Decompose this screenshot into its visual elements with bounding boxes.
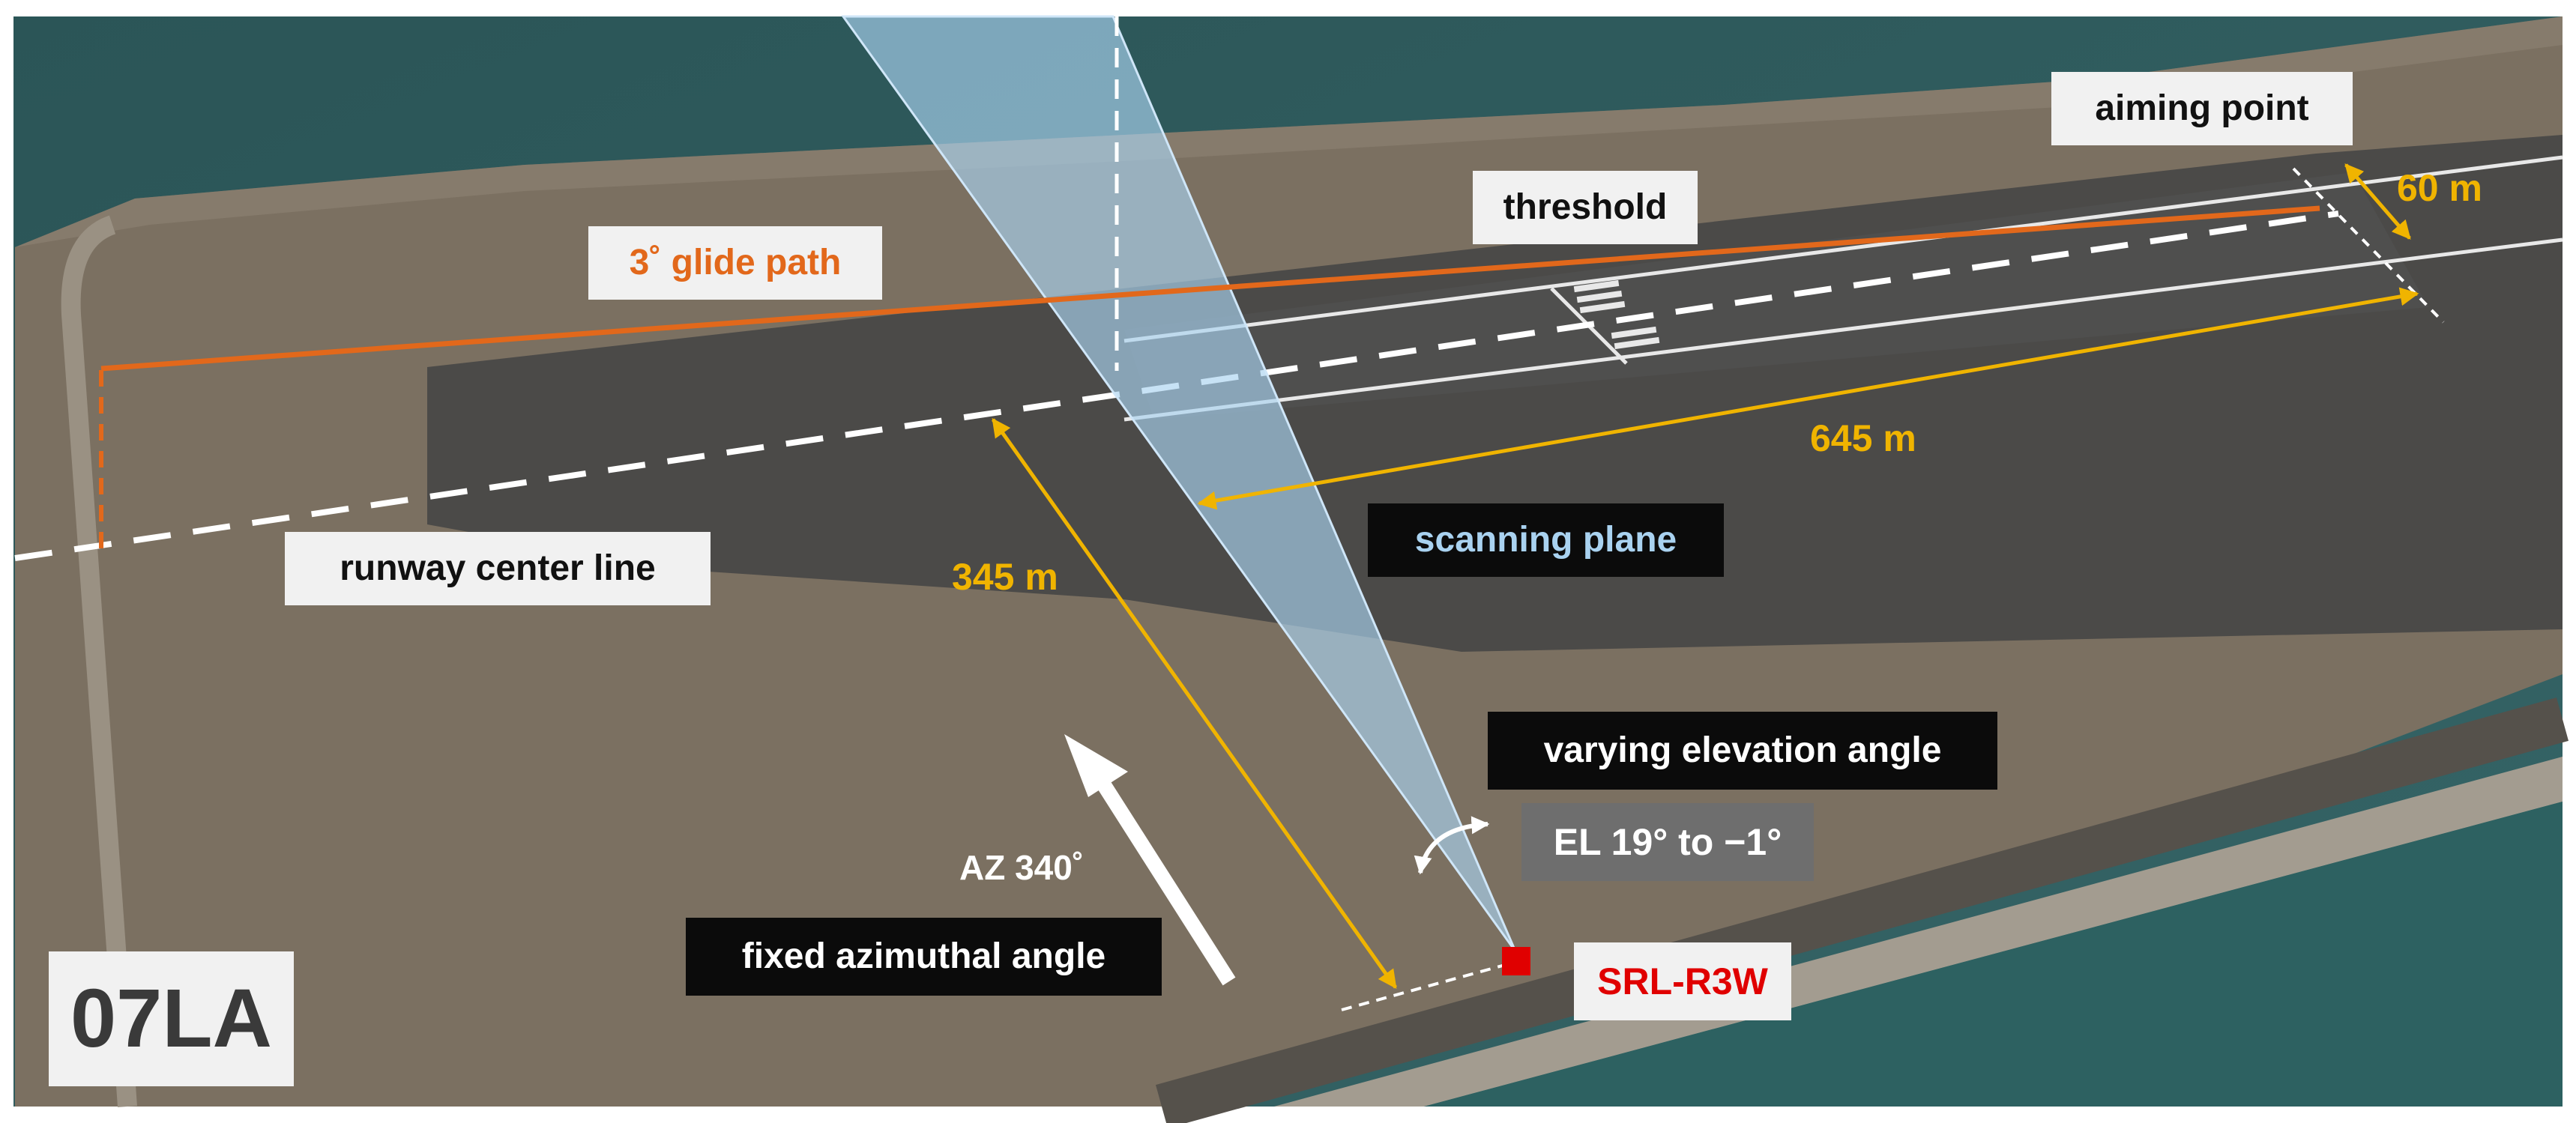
perimeter-road [1156, 697, 2569, 1123]
distance-645-arrow [1197, 287, 2419, 510]
threshold-label: threshold [1473, 171, 1698, 244]
red-square-marker [1502, 947, 1530, 975]
varying-elevation-label: varying elevation angle [1488, 712, 1997, 790]
elevation-range-label: EL 19° to −1° [1521, 803, 1814, 881]
land-shore [15, 16, 2563, 247]
fixed-azimuth-label: fixed azimuthal angle [686, 918, 1162, 996]
azimuth-label: AZ 340˚ [959, 848, 1085, 887]
instrument-label: SRL-R3W [1574, 942, 1791, 1020]
aiming-point-dashed [2292, 167, 2445, 324]
distance-60-label: 60 m [2397, 167, 2482, 209]
seawall-perimeter [61, 215, 137, 1107]
distance-645-label: 645 m [1810, 417, 1916, 459]
up-left-arrow-icon [1064, 734, 1236, 986]
sea-bottom-right [1424, 802, 2563, 1107]
distance-345-arrow [991, 417, 1398, 990]
instrument-baseline [1341, 959, 1522, 1011]
distance-60-arrow [2344, 163, 2411, 240]
distance-345-label: 345 m [952, 556, 1058, 598]
curved-double-arrow-icon [1414, 816, 1490, 875]
station-code-label: 07LA [49, 951, 294, 1086]
runway-center-line-label: runway center line [285, 532, 711, 605]
aiming-point-label: aiming point [2051, 72, 2353, 145]
glide-path-label: 3˚ glide path [588, 226, 882, 300]
scanning-plane-label: scanning plane [1368, 503, 1724, 577]
